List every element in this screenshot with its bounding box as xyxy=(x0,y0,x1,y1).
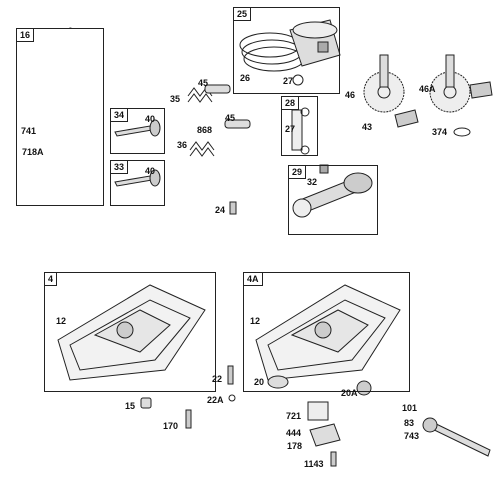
part-label-27-pin: 27 xyxy=(285,124,296,134)
part-label-35: 35 xyxy=(170,94,181,104)
part-label-15: 15 xyxy=(125,401,136,411)
part-label-721: 721 xyxy=(286,411,302,421)
part-label-24: 24 xyxy=(215,205,226,215)
part-label-40-bottom: 40 xyxy=(145,166,156,176)
part-label-36: 36 xyxy=(177,140,188,150)
box-number: 28 xyxy=(282,97,300,110)
camshaft-gears-illustration xyxy=(363,54,493,137)
hardware-illustration xyxy=(140,365,491,467)
valve-springs-illustration xyxy=(187,84,251,215)
part-label-374: 374 xyxy=(432,127,448,137)
part-label-32: 32 xyxy=(307,177,318,187)
part-label-46a: 46A xyxy=(419,84,436,94)
part-label-20a: 20A xyxy=(341,388,358,398)
part-label-868: 868 xyxy=(197,125,213,135)
part-label-26: 26 xyxy=(240,73,251,83)
part-box-29: 29 xyxy=(288,165,378,235)
part-label-46: 46 xyxy=(345,90,356,100)
part-box-25: 25 xyxy=(233,7,340,94)
part-label-101: 101 xyxy=(402,403,418,413)
part-box-4: 4 xyxy=(44,272,216,392)
part-box-33: 33 xyxy=(110,160,165,206)
part-label-170: 170 xyxy=(163,421,179,431)
part-label-45-top: 45 xyxy=(198,78,209,88)
part-label-444: 444 xyxy=(286,428,302,438)
part-label-718a: 718A xyxy=(22,147,44,157)
box-number: 34 xyxy=(111,109,129,122)
sump-cover-illustration xyxy=(57,284,206,381)
part-box-28: 28 xyxy=(281,96,318,156)
part-label-20: 20 xyxy=(254,377,265,387)
box-number: 16 xyxy=(17,29,35,42)
piston-illustration xyxy=(239,19,341,86)
part-label-45-bottom: 45 xyxy=(225,113,236,123)
part-label-743: 743 xyxy=(404,431,420,441)
part-box-34: 34 xyxy=(110,108,165,154)
part-label-12-box4: 12 xyxy=(56,316,67,326)
part-label-40-top: 40 xyxy=(145,114,156,124)
piston-pin-illustration xyxy=(291,107,310,155)
part-label-22: 22 xyxy=(212,374,223,384)
part-label-1143: 1143 xyxy=(304,459,324,469)
box-number: 33 xyxy=(111,161,129,174)
box-number: 29 xyxy=(289,166,307,179)
part-label-43: 43 xyxy=(362,122,373,132)
part-label-27-piston: 27 xyxy=(283,76,294,86)
part-label-178: 178 xyxy=(287,441,303,451)
connecting-rod-illustration xyxy=(292,164,373,218)
box-number: 4 xyxy=(45,273,58,286)
valves-illustration xyxy=(114,119,161,187)
sump-cover-4a-illustration xyxy=(255,284,401,381)
part-box-16: 16 xyxy=(16,28,104,206)
part-label-741: 741 xyxy=(21,126,37,136)
box-number: 25 xyxy=(234,8,252,21)
part-label-22a: 22A xyxy=(207,395,224,405)
part-label-83: 83 xyxy=(404,418,415,428)
part-box-4a: 4A xyxy=(243,272,410,392)
box-number: 4A xyxy=(244,273,263,286)
part-label-12-box4a: 12 xyxy=(250,316,261,326)
